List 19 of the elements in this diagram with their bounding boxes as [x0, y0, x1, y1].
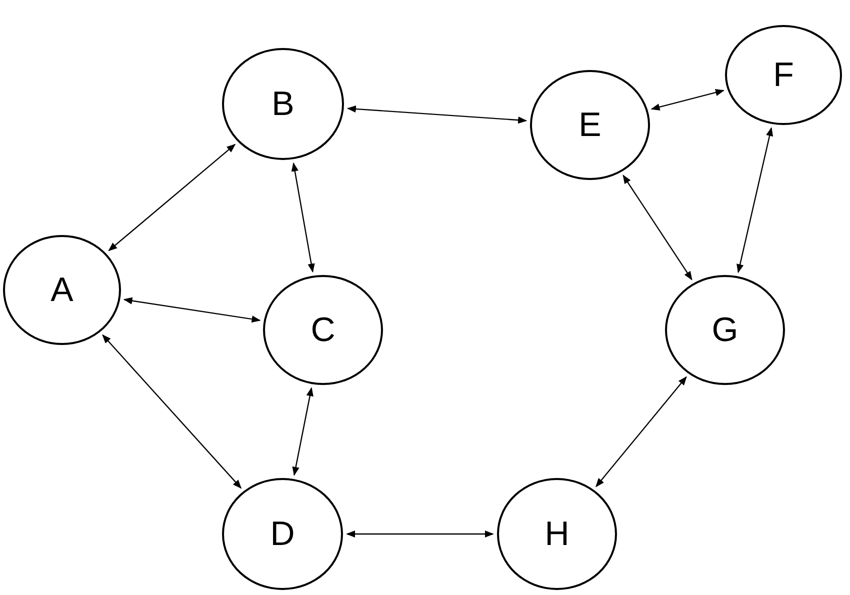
- double-arrow: [650, 89, 724, 111]
- double-arrow: [108, 144, 236, 252]
- double-arrow: [596, 376, 687, 488]
- node-label: F: [773, 56, 794, 94]
- double-arrow: [123, 297, 261, 323]
- node-label: B: [272, 84, 294, 124]
- node-label: C: [310, 310, 336, 350]
- double-arrow: [622, 174, 692, 280]
- node-label: D: [270, 514, 295, 554]
- double-arrow: [102, 334, 242, 489]
- node-label: G: [712, 310, 738, 350]
- node-label: E: [578, 106, 602, 144]
- double-arrow: [346, 530, 494, 538]
- double-arrow: [292, 387, 314, 476]
- double-arrow: [346, 105, 528, 124]
- node-label: H: [544, 514, 570, 554]
- double-arrow: [736, 127, 774, 274]
- double-arrow: [291, 162, 315, 273]
- node-label: A: [50, 270, 74, 310]
